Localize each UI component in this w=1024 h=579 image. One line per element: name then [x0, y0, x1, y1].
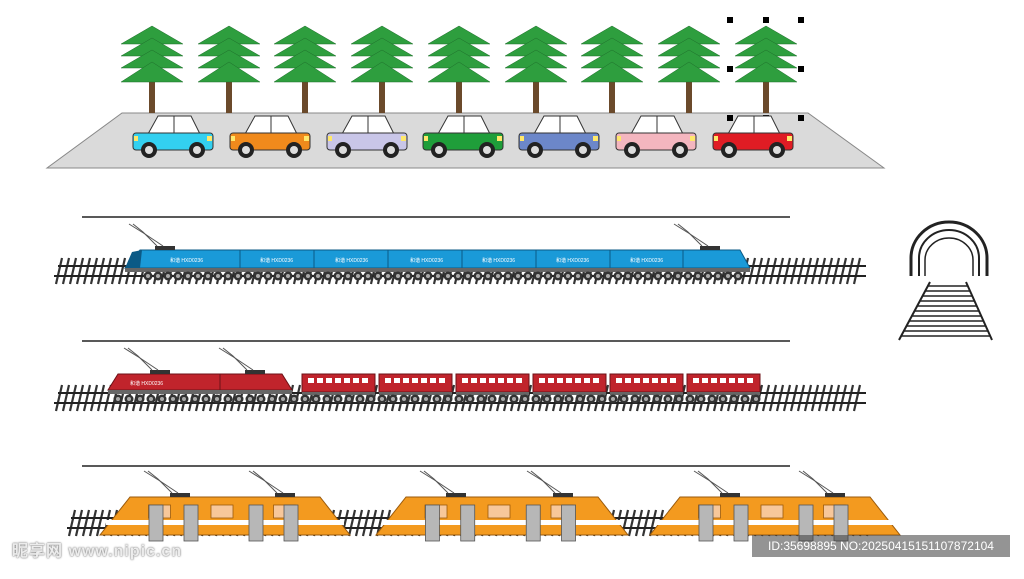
pine-tree [120, 25, 184, 113]
pine-tree [734, 25, 798, 113]
pine-tree [197, 25, 261, 113]
tunnel [898, 220, 993, 341]
watermark-id: ID:35698895 NO:20250415151107872104 [752, 535, 1010, 557]
pine-tree [273, 25, 337, 113]
orange-trains [98, 470, 902, 542]
watermark-left: 昵享网 www.nipic.cn [12, 543, 183, 560]
train-livery-label: 和谐 HXD0236 [130, 380, 163, 387]
car-row [132, 115, 794, 158]
tree-row [120, 25, 798, 113]
red-train: 和谐 HXD0236 [107, 347, 761, 404]
blue-train: 和谐 HXD0236 和谐 HXD0236 和谐 HXD0236 和谐 HXD0236… [123, 223, 751, 281]
pine-tree [504, 25, 568, 113]
passenger-car [686, 373, 761, 395]
train-livery-label: 和谐 HXD0236 [260, 257, 293, 264]
passenger-car [301, 373, 376, 395]
pine-tree [657, 25, 721, 113]
train-livery-label: 和谐 HXD0236 [630, 257, 663, 264]
train-livery-label: 和谐 HXD0236 [482, 257, 515, 264]
passenger-car [609, 373, 684, 395]
orange-train-unit [98, 470, 352, 542]
pine-tree [580, 25, 644, 113]
car [229, 115, 311, 158]
pine-tree [427, 25, 491, 113]
car [132, 115, 214, 158]
car [615, 115, 697, 158]
train-livery-label: 和谐 HXD0236 [556, 257, 589, 264]
train-livery-label: 和谐 HXD0236 [410, 257, 443, 264]
passenger-car [378, 373, 453, 395]
train-livery-label: 和谐 HXD0236 [335, 257, 368, 264]
car [326, 115, 408, 158]
car [712, 115, 794, 158]
car [422, 115, 504, 158]
orange-train-unit [648, 470, 902, 542]
orange-train-unit [374, 470, 630, 542]
pine-tree [350, 25, 414, 113]
passenger-car [532, 373, 607, 395]
train-livery-label: 和谐 HXD0236 [170, 257, 203, 264]
car [518, 115, 600, 158]
passenger-car [455, 373, 530, 395]
